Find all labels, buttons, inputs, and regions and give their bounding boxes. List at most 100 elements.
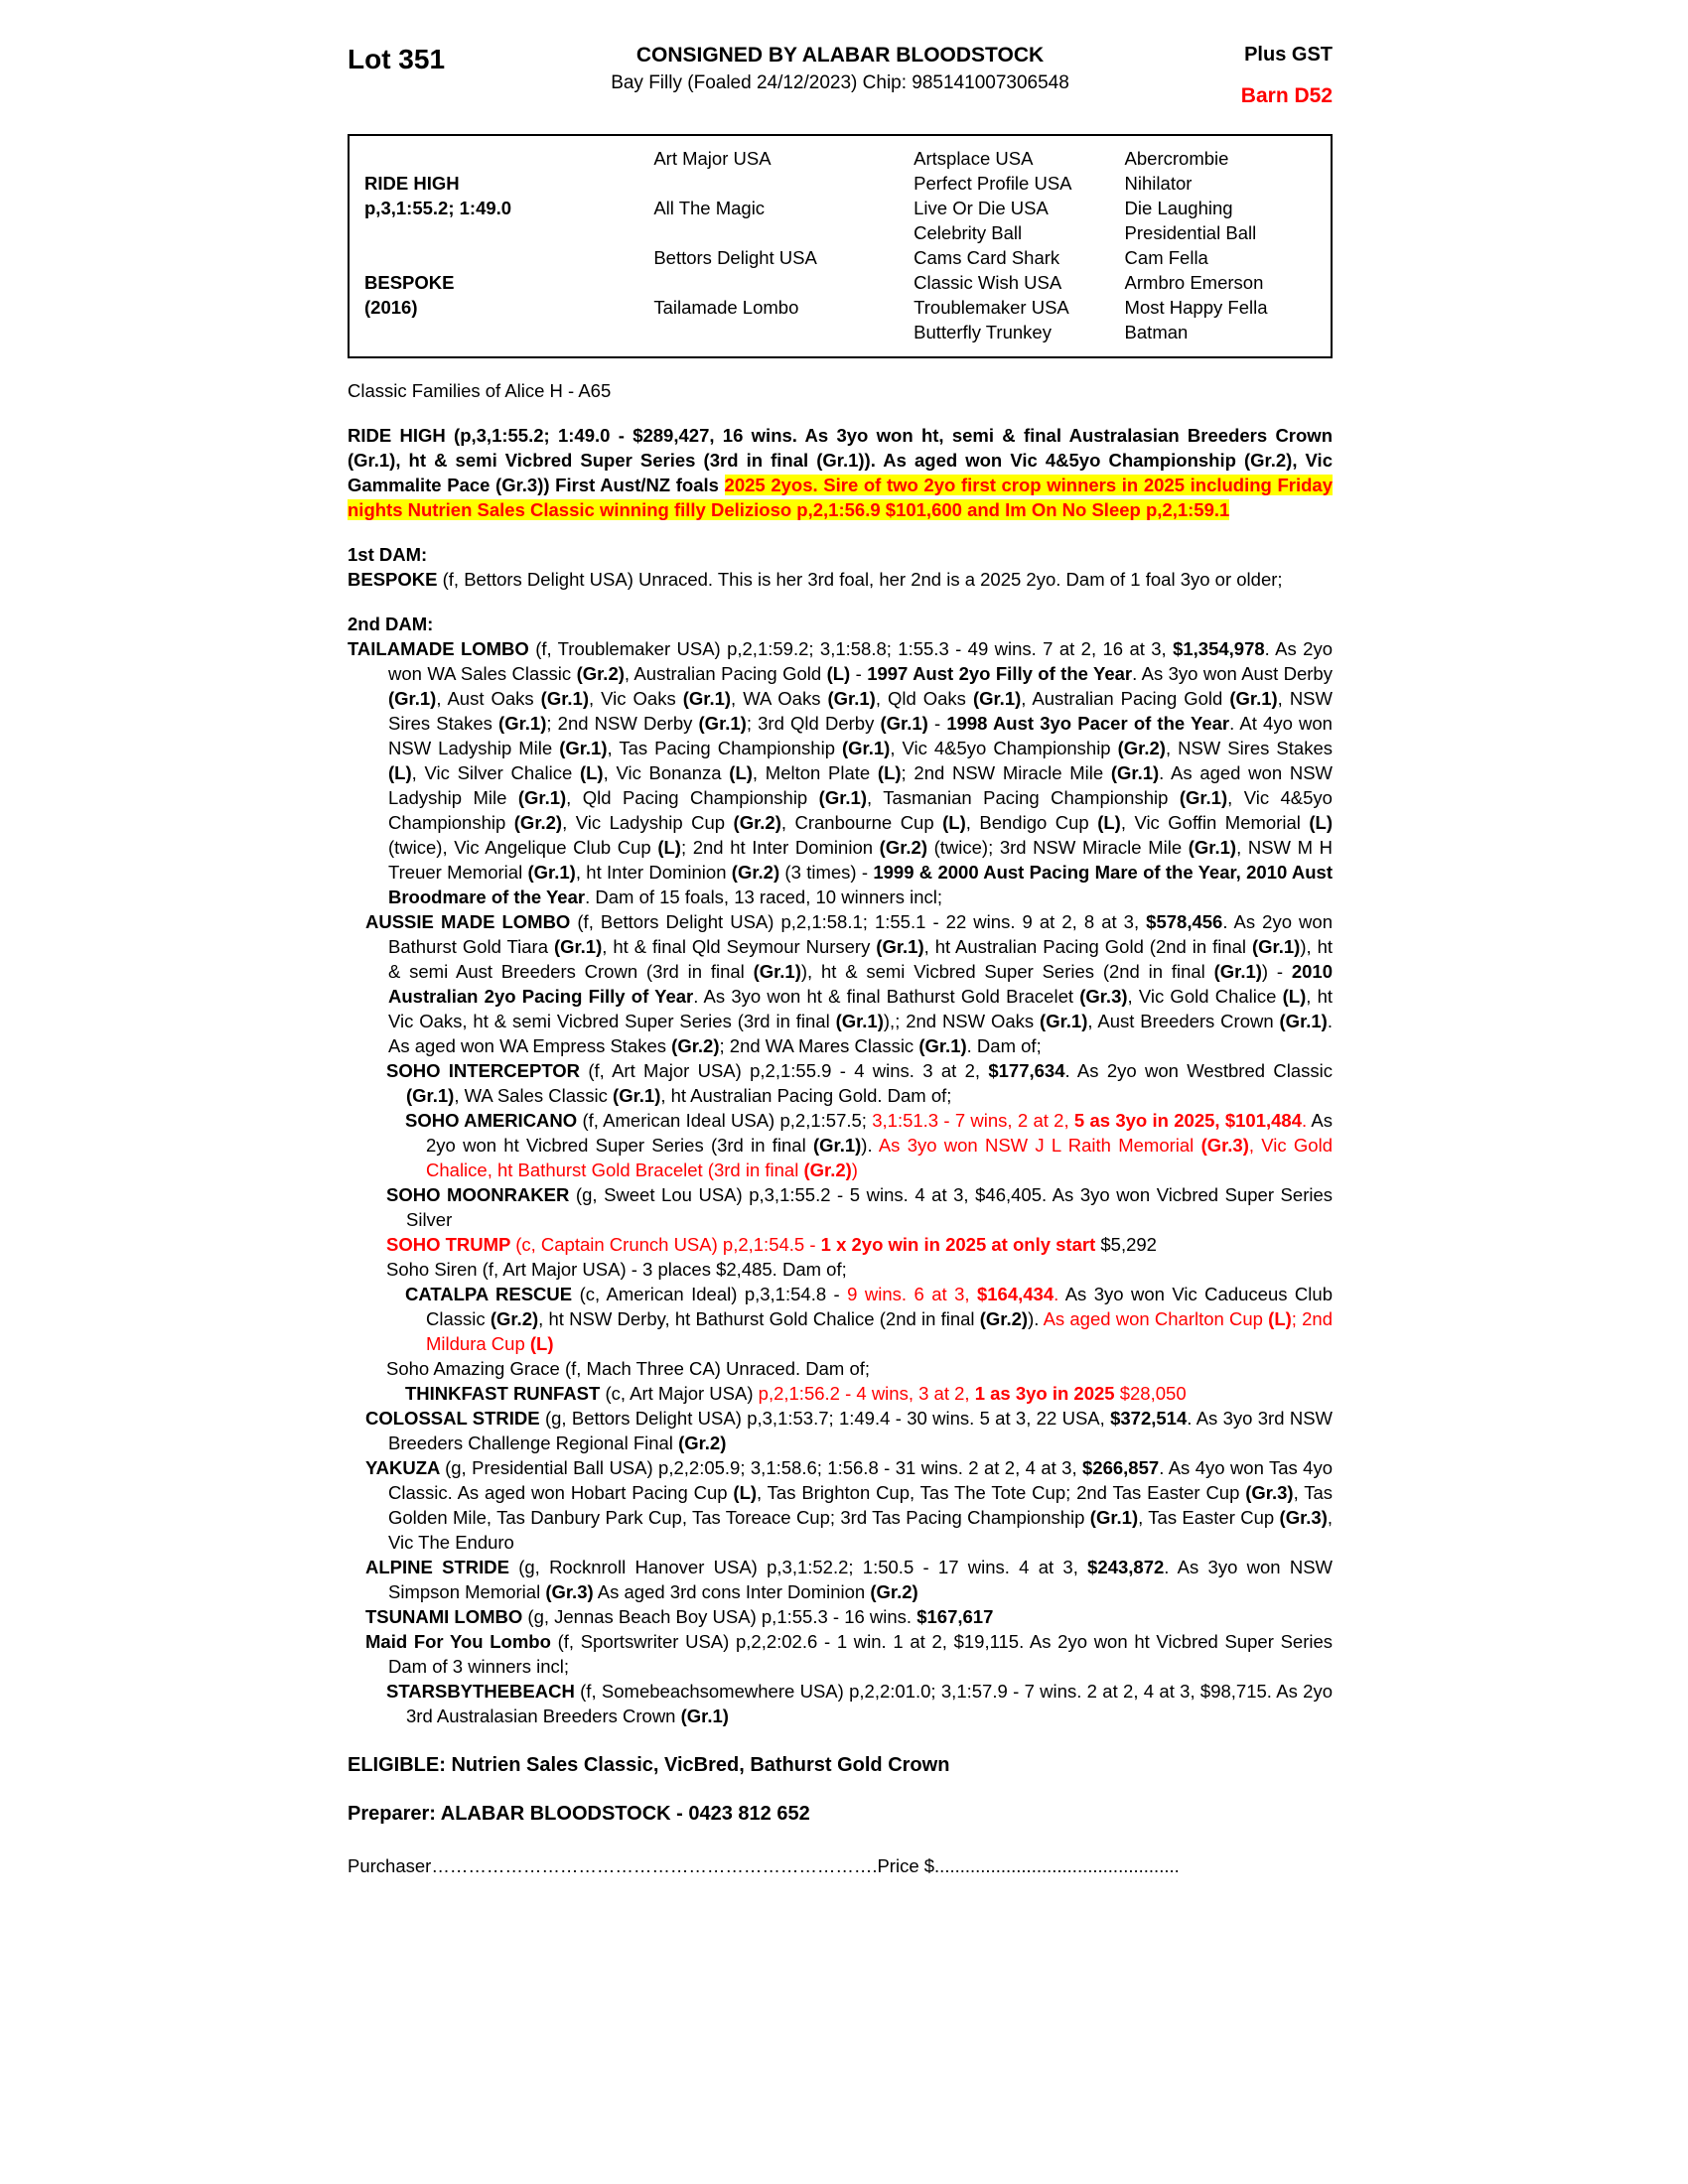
text-segment: , Vic Oaks [589, 688, 683, 709]
gen4-entry: Cam Fella [1124, 247, 1208, 268]
text-segment: (Gr.1) [818, 787, 867, 808]
text-segment: As aged won Charlton Cup [1043, 1308, 1269, 1329]
text-segment: (Gr.3) [1279, 1507, 1328, 1528]
text-segment: 2010 Australian 2yo Pacing Filly of Year [388, 961, 1333, 1007]
text-segment: . As 2yo won Westbred Classic [1064, 1060, 1333, 1081]
family-reference: Classic Families of Alice H - A65 [348, 380, 612, 401]
gen4-entry: Most Happy Fella [1124, 297, 1268, 318]
text-segment: SOHO INTERCEPTOR [386, 1060, 589, 1081]
text-segment: (Gr.1) [406, 1085, 455, 1106]
text-segment: , ht NSW Derby, ht Bathurst Gold Chalice… [538, 1308, 980, 1329]
gen2-entry: Tailamade Lombo [653, 297, 799, 318]
text-segment: RIDE HIGH (p,3,1:55.2; 1:49.0 - $289,427… [348, 425, 1333, 495]
text-segment: ; 2nd Mildura Cup [426, 1308, 1334, 1354]
text-segment: (Gr.1) [1188, 837, 1237, 858]
text-segment: (f, Sportswriter USA) p,2,2:02.6 - 1 win… [388, 1631, 1334, 1677]
text-segment: Maid For You Lombo [365, 1631, 558, 1652]
text-segment: , Aust Oaks [436, 688, 541, 709]
text-segment: , Vic Ladyship Cup [562, 812, 734, 833]
text-segment: (L) [579, 762, 604, 783]
text-segment: THINKFAST RUNFAST [405, 1383, 606, 1404]
text-segment: (L) [1309, 812, 1333, 833]
text-segment: , Qld Pacing Championship [566, 787, 819, 808]
text-segment: , Qld Oaks [875, 688, 973, 709]
text-segment: (L) [529, 1333, 554, 1354]
text-segment: As 3yo won NSW J L Raith Memorial [878, 1135, 1201, 1156]
text-segment: (Gr.1) [918, 1035, 967, 1056]
progeny-paragraph: Maid For You Lombo (f, Sportswriter USA)… [348, 1629, 1333, 1679]
text-segment: . As 3yo won Aust Derby [1132, 663, 1333, 684]
text-segment: . As 3yo won NSW Simpson Memorial [388, 1557, 1333, 1602]
text-segment: ; 2nd WA Mares Classic [719, 1035, 919, 1056]
text-segment: (Gr.2) [803, 1160, 852, 1180]
text-segment: (Gr.1) [1229, 688, 1278, 709]
progeny-paragraph: TSUNAMI LOMBO (g, Jennas Beach Boy USA) … [348, 1604, 1333, 1629]
text-segment: , Vic Silver Chalice [411, 762, 580, 783]
text-segment: , ht & final Qld Seymour Nursery [602, 936, 877, 957]
text-segment: . As 3yo 3rd NSW Breeders Challenge Regi… [388, 1408, 1333, 1453]
sire-name: RIDE HIGH [364, 173, 460, 194]
text-segment: 9 wins. 6 at 3, [847, 1284, 977, 1304]
text-segment: CATALPA RESCUE [405, 1284, 580, 1304]
text-segment: TAILAMADE LOMBO [348, 638, 536, 659]
text-segment: $372,514 [1110, 1408, 1188, 1429]
sire-record: p,3,1:55.2; 1:49.0 [364, 198, 512, 218]
progeny-paragraph: SOHO AMERICANO (f, American Ideal USA) p… [348, 1108, 1333, 1182]
text-segment: (L) [1282, 986, 1307, 1007]
text-segment: As aged 3rd cons Inter Dominion [593, 1581, 871, 1602]
progeny-paragraph: STARSBYTHEBEACH (f, Somebeachsomewhere U… [348, 1679, 1333, 1728]
text-segment: (Gr.2) [671, 1035, 720, 1056]
text-segment: , Australian Pacing Gold [1021, 688, 1230, 709]
text-segment: $5,292 [1095, 1234, 1157, 1255]
header-right: Plus GST Barn D52 [1094, 44, 1333, 108]
text-segment: (g, Rocknroll Hanover USA) p,3,1:52.2; 1… [518, 1557, 1088, 1577]
text-segment: Soho Amazing Grace (f, Mach Three CA) Un… [386, 1358, 871, 1379]
progeny-paragraph: SOHO MOONRAKER (g, Sweet Lou USA) p,3,1:… [348, 1182, 1333, 1232]
text-segment: , Vic Gold Chalice [1127, 986, 1283, 1007]
text-segment: (Gr.1) [698, 713, 747, 734]
text-segment: (Gr.2) [879, 837, 927, 858]
text-segment: , ht Australian Pacing Gold (2nd in fina… [923, 936, 1252, 957]
text-segment: (Gr.1) [753, 961, 801, 982]
text-segment: (twice); 3rd NSW Miracle Mile [926, 837, 1189, 858]
text-segment: (c, Captain Crunch USA) p,2,1:54.5 - [515, 1234, 821, 1255]
text-segment: (Gr.2) [979, 1308, 1029, 1329]
text-segment: SOHO TRUMP [386, 1234, 516, 1255]
progeny-paragraph: THINKFAST RUNFAST (c, Art Major USA) p,2… [348, 1381, 1333, 1406]
text-segment: (L) [877, 762, 902, 783]
lot-number: Lot 351 [348, 44, 446, 74]
text-segment: TSUNAMI LOMBO [365, 1606, 528, 1627]
text-segment: ),; 2nd NSW Oaks [883, 1011, 1041, 1031]
text-segment: $243,872 [1087, 1557, 1165, 1577]
header-center: CONSIGNED BY ALABAR BLOODSTOCK Bay Filly… [586, 44, 1094, 94]
text-segment: 1998 Aust 3yo Pacer of the Year [946, 713, 1230, 734]
text-segment: SOHO MOONRAKER [386, 1184, 576, 1205]
text-segment: (Gr.2) [870, 1581, 918, 1602]
text-segment: ). [861, 1135, 879, 1156]
text-segment: (Gr.2) [490, 1308, 539, 1329]
text-segment: ; 3rd Qld Derby [746, 713, 881, 734]
text-segment: ) - [1261, 961, 1292, 982]
gen4-entry: Armbro Emerson [1124, 272, 1264, 293]
text-segment: , NSW M H Treuer Memorial [388, 837, 1334, 883]
first-dam-paragraph: BESPOKE (f, Bettors Delight USA) Unraced… [348, 567, 1333, 592]
text-segment: (L) [1268, 1308, 1292, 1329]
text-segment: (f, Somebeachsomewhere USA) p,2,2:01.0; … [406, 1681, 1333, 1726]
text-segment: , Tasmanian Pacing Championship [866, 787, 1180, 808]
text-segment: 1 as 3yo in 2025 [974, 1383, 1115, 1404]
text-segment: p,2,1:56.2 - 4 wins, 3 at 2, [758, 1383, 975, 1404]
text-segment: (Gr.1) [972, 688, 1022, 709]
text-segment: (Gr.3) [1200, 1135, 1249, 1156]
progeny-paragraph: Soho Amazing Grace (f, Mach Three CA) Un… [348, 1356, 1333, 1381]
text-segment: (twice), Vic Angelique Club Cup [388, 837, 658, 858]
text-segment: COLOSSAL STRIDE [365, 1408, 545, 1429]
text-segment: (f, Bettors Delight USA) Unraced. This i… [442, 569, 1283, 590]
text-segment: (Gr.1) [517, 787, 567, 808]
first-dam-heading: 1st DAM: [348, 544, 428, 565]
text-segment: , NSW Sires Stakes [1165, 738, 1333, 758]
text-segment: (Gr.1) [835, 1011, 884, 1031]
text-segment: SOHO AMERICANO [405, 1110, 583, 1131]
text-segment: . As 2yo won WA Sales Classic [388, 638, 1333, 684]
text-segment: (Gr.1) [498, 713, 547, 734]
text-segment: . As 2yo won Bathurst Gold Tiara [388, 911, 1333, 957]
